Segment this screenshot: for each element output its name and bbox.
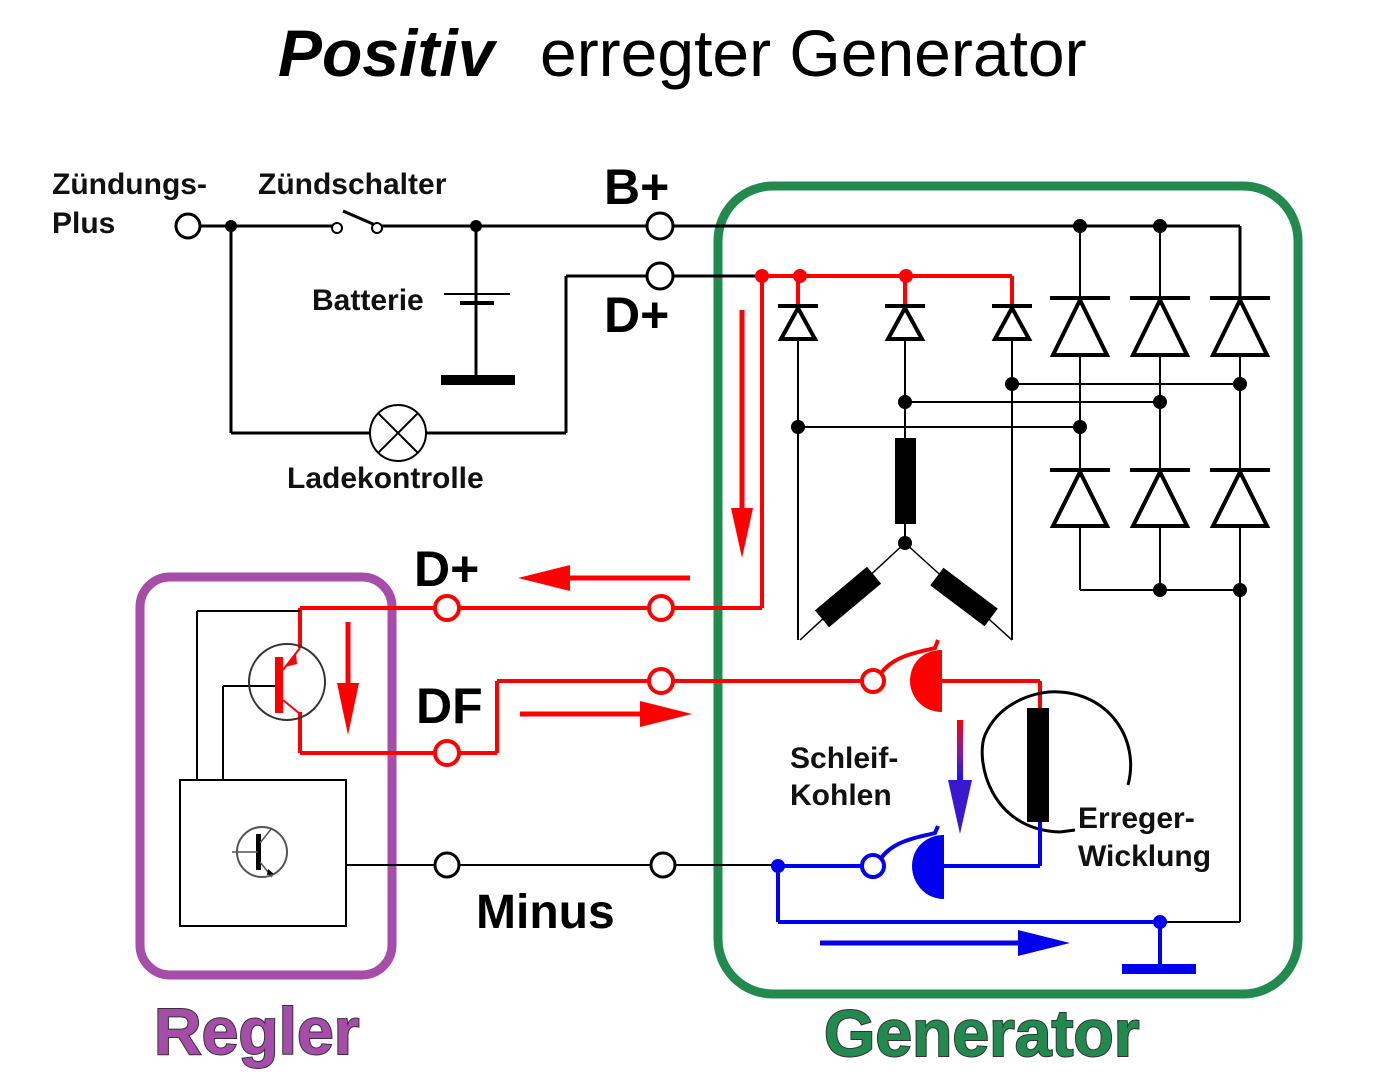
terminal-d-plus <box>645 261 675 291</box>
field-winding-label-2: Wicklung <box>1078 840 1211 873</box>
power-diode-icon <box>1129 467 1191 528</box>
ignition-plus-terminal <box>174 212 202 240</box>
battery-label: Batterie <box>312 284 424 317</box>
terminal-d-plus-regulator-label: D+ <box>414 541 479 597</box>
regulator-transistor-icon <box>196 610 326 780</box>
junction-dot <box>225 220 237 232</box>
terminal-df-regulator <box>433 739 461 767</box>
minus-wiring <box>346 864 1240 923</box>
junction-dot <box>791 420 805 434</box>
power-diode-icon <box>1129 295 1191 357</box>
charge-lamp-icon <box>369 404 427 462</box>
exciter-diode-1-icon <box>777 303 819 640</box>
phase-wiring <box>798 383 1240 428</box>
terminal-d-plus-generator <box>647 594 675 622</box>
junction-dot <box>771 859 785 873</box>
regulator-label: Regler <box>154 994 359 1068</box>
exciter-diode-3-icon <box>991 303 1033 640</box>
regulator-control-box <box>179 779 347 927</box>
current-arrow-right-icon <box>820 930 1070 956</box>
terminal-df-generator <box>647 667 675 695</box>
generator-box <box>713 181 1303 999</box>
power-diode-icon <box>1049 295 1111 357</box>
charge-lamp-label: Ladekontrolle <box>287 462 484 495</box>
terminal-df-label: DF <box>416 678 483 734</box>
current-arrow-down-icon <box>948 720 972 834</box>
terminal-minus-generator <box>649 851 677 879</box>
ignition-switch-icon <box>331 209 383 234</box>
junction-dot <box>470 220 482 232</box>
power-diode-icon <box>1049 467 1111 528</box>
junction-dot <box>898 395 912 409</box>
terminal-b-plus <box>645 211 675 241</box>
brush-negative-icon <box>776 822 1196 974</box>
exciter-diode-2-icon <box>884 303 926 440</box>
ignition-plus-label-2: Plus <box>52 207 115 240</box>
junction-dot <box>1233 583 1247 597</box>
junction-dot <box>1005 377 1019 391</box>
junction-dot <box>1153 219 1167 233</box>
power-diode-icon <box>1209 295 1271 357</box>
regulator-box <box>135 572 397 980</box>
generator-label: Generator <box>824 996 1139 1070</box>
current-arrow-down-icon <box>731 310 753 558</box>
stator-winding-icon <box>799 438 1013 641</box>
junction-dot <box>899 269 913 283</box>
power-diode-icon <box>1209 467 1271 528</box>
current-arrow-left-icon <box>518 565 690 591</box>
current-arrow-right-icon <box>520 701 692 727</box>
brushes-label-1: Schleif- <box>790 742 898 775</box>
brush-positive-icon <box>860 639 1042 712</box>
junction-dot <box>1073 219 1087 233</box>
junction-dot <box>1153 583 1167 597</box>
terminal-minus-label: Minus <box>476 886 615 939</box>
title-text: erregter Generator <box>540 16 1087 90</box>
terminal-d-plus-label: D+ <box>604 287 669 343</box>
regulator-red-wiring <box>298 606 860 755</box>
ignition-plus-label-1: Zündungs- <box>52 168 207 201</box>
brushes-label-2: Kohlen <box>790 779 892 812</box>
field-winding-icon <box>980 690 1133 834</box>
terminal-minus-regulator <box>433 851 461 879</box>
terminal-d-plus-regulator <box>433 594 461 622</box>
field-winding-label-1: Erreger- <box>1078 802 1195 835</box>
current-arrow-down-icon <box>337 622 359 735</box>
battery-icon <box>441 293 515 385</box>
terminal-b-plus-label: B+ <box>604 159 669 215</box>
title-emphasis: Positiv <box>278 16 498 90</box>
exciter-diode-bus <box>674 274 1014 610</box>
supply-wiring <box>200 224 1242 435</box>
ignition-switch-label: Zündschalter <box>258 168 447 201</box>
junction-dot <box>793 269 807 283</box>
control-transistor-icon <box>232 826 288 878</box>
junction-dot <box>755 269 769 283</box>
junction-dot <box>1153 915 1167 929</box>
